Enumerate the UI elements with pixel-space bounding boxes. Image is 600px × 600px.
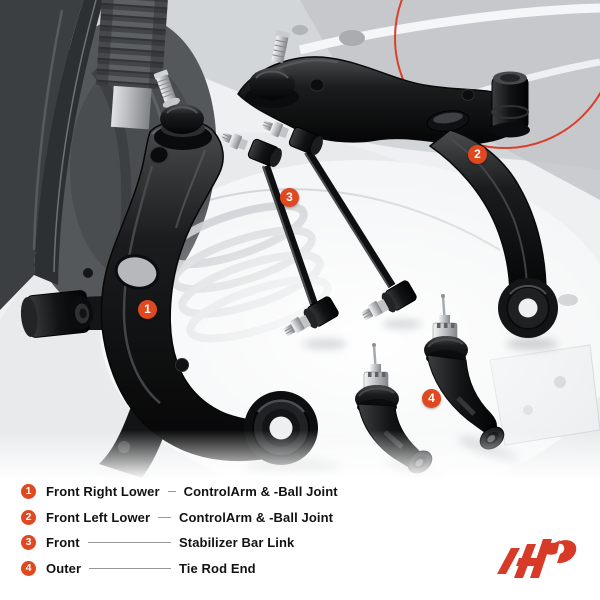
legend-row: 2 Front Left Lower ControlArm & -Ball Jo… bbox=[21, 505, 351, 531]
legend-row: 3 Front Stabilizer Bar Link bbox=[21, 530, 351, 556]
legend-connector-line bbox=[87, 542, 171, 544]
parts-legend: 1 Front Right Lower ControlArm & -Ball J… bbox=[21, 479, 351, 581]
rear-bushing bbox=[490, 71, 530, 138]
legend-value: Stabilizer Bar Link bbox=[179, 535, 295, 551]
legend-connector-line bbox=[167, 491, 176, 493]
legend-badge-1: 1 bbox=[21, 484, 36, 500]
bottom-fade bbox=[0, 430, 600, 480]
legend-value: ControlArm & -Ball Joint bbox=[179, 509, 334, 525]
product-photo: 1 2 3 4 bbox=[0, 0, 600, 480]
ap-monogram-logo-icon bbox=[497, 538, 578, 582]
suspension-parts-illustration bbox=[0, 0, 600, 480]
legend-badge-2: 2 bbox=[21, 509, 36, 525]
ball-joint bbox=[245, 30, 299, 108]
ball-joint bbox=[153, 69, 212, 150]
legend-connector-line bbox=[158, 516, 171, 518]
callout-badge-3: 3 bbox=[280, 188, 299, 207]
legend-value: Tie Rod End bbox=[179, 560, 256, 576]
callout-badge-2: 2 bbox=[468, 145, 487, 164]
legend-row: 1 Front Right Lower ControlArm & -Ball J… bbox=[21, 479, 351, 505]
front-bushing bbox=[20, 290, 94, 338]
stabilizer-bar-links bbox=[220, 120, 417, 337]
legend-label: Front bbox=[46, 535, 80, 551]
strut-boot bbox=[95, 0, 169, 130]
legend-label: Front Left Lower bbox=[46, 509, 151, 525]
legend-label: Front Right Lower bbox=[46, 484, 160, 500]
legend-badge-4: 4 bbox=[21, 560, 36, 576]
legend-badge-3: 3 bbox=[21, 535, 36, 551]
callout-badge-4: 4 bbox=[422, 389, 441, 408]
control-arm-front-left bbox=[237, 30, 558, 338]
callout-badge-1: 1 bbox=[138, 300, 157, 319]
highlight-circle bbox=[394, 0, 600, 149]
legend-connector-line bbox=[89, 567, 171, 569]
legend-row: 4 Outer Tie Rod End bbox=[21, 556, 351, 582]
legend-value: ControlArm & -Ball Joint bbox=[183, 484, 338, 500]
legend-label: Outer bbox=[46, 560, 82, 576]
